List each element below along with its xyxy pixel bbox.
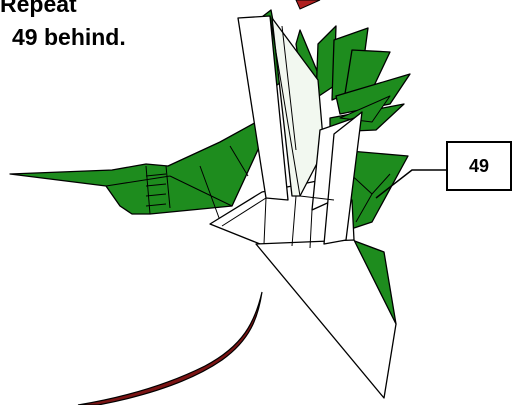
crease-line [221, 195, 335, 249]
step-number-box: 49 [446, 141, 512, 191]
green-left-leaf [9, 119, 269, 215]
instruction-text: Repeat 49 behind. [0, 0, 126, 54]
step-number: 49 [468, 155, 490, 176]
crease-line [269, 15, 301, 197]
crease-line [345, 169, 391, 223]
green-spike [335, 73, 411, 115]
white-bottom-kite [255, 239, 397, 399]
step-leader-line [375, 169, 446, 199]
stem [77, 291, 263, 405]
white-petal [323, 111, 363, 245]
white-petal [271, 17, 325, 197]
instruction-line-2: 49 behind. [12, 24, 126, 50]
instruction-line-1: Repeat [0, 0, 77, 17]
white-petal [237, 15, 289, 201]
crease-line [105, 145, 249, 227]
repeat-arrow [295, 0, 321, 10]
